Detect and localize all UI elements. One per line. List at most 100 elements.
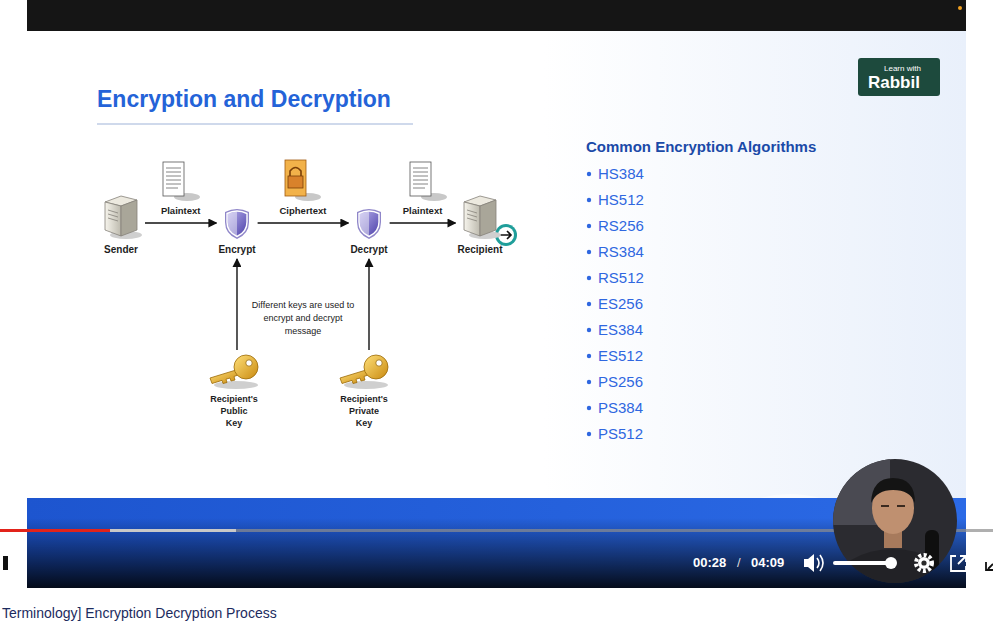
logo-text: Rabbil	[868, 73, 920, 92]
flow-arrow	[145, 222, 216, 223]
server-icon	[464, 202, 480, 236]
control-shade	[27, 518, 966, 588]
document-icon	[410, 162, 431, 196]
locked-document-icon	[290, 168, 301, 177]
algorithm-item: RS512	[598, 269, 644, 287]
list-bullets	[587, 354, 591, 358]
pip-button	[958, 556, 966, 564]
key-icon	[206, 352, 262, 390]
video-title: Terminology] Encryption Decryption Proce…	[2, 605, 277, 621]
server-icon	[480, 200, 496, 236]
list-bullets	[587, 276, 591, 280]
key-icon	[210, 370, 238, 384]
volume-button	[817, 555, 823, 571]
document-icon	[163, 162, 200, 201]
flow-arrow	[236, 259, 237, 350]
slide	[27, 31, 966, 499]
locked-document-icon	[288, 176, 303, 188]
key-icon	[364, 355, 388, 379]
server-icon	[108, 210, 118, 221]
webcam-feed	[830, 455, 960, 621]
algorithm-item: HS384	[598, 165, 644, 183]
locked-document-icon	[285, 160, 321, 201]
node-label: Recipient	[457, 243, 502, 256]
server-icon	[105, 202, 121, 236]
locked-document-icon	[285, 160, 306, 196]
key-icon	[376, 360, 382, 366]
list-bullets	[587, 302, 591, 306]
key-node: Recipient's Public Key	[206, 352, 262, 429]
shield-icon	[227, 211, 247, 237]
shield-icon	[225, 209, 249, 239]
band-curve	[760, 494, 820, 498]
shield-icon	[359, 211, 379, 237]
title-underline	[97, 124, 413, 125]
server-icon	[467, 210, 477, 221]
node-label: Recipient's Public Key	[210, 393, 258, 429]
node-label: Decrypt	[350, 243, 387, 256]
flow-arrow	[368, 259, 369, 350]
settings-button	[921, 560, 926, 565]
list-bullets	[587, 198, 591, 202]
list-bullets	[587, 250, 591, 254]
document-icon	[166, 168, 181, 188]
algorithm-item: PS384	[598, 399, 643, 417]
pip-button	[951, 556, 966, 571]
algorithm-item: PS512	[598, 425, 643, 443]
shield-icon	[228, 212, 237, 237]
algorithm-item: PS256	[598, 373, 643, 391]
process-node: Encrypt	[218, 206, 255, 256]
key-icon	[336, 352, 392, 390]
node-label: Recipient's Private Key	[340, 393, 388, 429]
edge-label: Ciphertext	[279, 205, 328, 217]
slide-title: Encryption and Decryption	[97, 86, 391, 113]
edge-label: Plaintext	[402, 205, 444, 217]
document-icon	[410, 162, 447, 201]
algorithm-item: RS384	[598, 243, 644, 261]
node-label: Sender	[104, 243, 138, 256]
shield-icon	[221, 206, 253, 240]
webcam-feed	[871, 478, 915, 503]
pause-button	[3, 556, 8, 570]
time-current: 00:28	[693, 555, 726, 571]
diagram-note: Different keys are used to encrypt and d…	[244, 299, 362, 338]
time-total: 04:09	[751, 555, 784, 571]
list-bullets	[587, 406, 591, 410]
server-icon	[121, 200, 137, 236]
pip-button	[951, 556, 966, 571]
list-bullets	[587, 224, 591, 228]
volume-slider	[833, 561, 891, 565]
algorithm-item: ES256	[598, 295, 643, 313]
key-node: Recipient's Private Key	[336, 352, 392, 429]
list-bullets	[587, 172, 591, 176]
list-bullets	[587, 328, 591, 332]
top-bar	[27, 0, 966, 31]
list-bullets	[587, 432, 591, 436]
settings-button	[918, 557, 930, 569]
key-icon	[340, 370, 368, 384]
next-cursor-icon	[500, 231, 511, 239]
fullscreen-button	[986, 562, 993, 570]
progress-bar	[0, 529, 110, 532]
list-bullets	[587, 172, 591, 436]
slide-band	[27, 498, 966, 588]
shield-icon	[357, 209, 381, 239]
webcam-feed	[830, 455, 960, 585]
algorithm-item: RS256	[598, 217, 644, 235]
list-heading: Common Encryption Algorithms	[586, 138, 816, 156]
edge-label: Plaintext	[160, 205, 202, 217]
fullscreen-button	[986, 562, 993, 570]
time-separator: /	[737, 555, 741, 571]
shield-icon	[353, 206, 385, 240]
algorithm-item: HS512	[598, 191, 644, 209]
shield-icon	[360, 212, 369, 237]
key-icon	[246, 360, 252, 366]
server-icon	[99, 192, 143, 240]
document-icon	[413, 168, 428, 188]
volume-slider	[833, 557, 897, 569]
computer-node: Sender	[99, 192, 143, 256]
settings-button	[916, 555, 932, 571]
node-label: Encrypt	[218, 243, 255, 256]
computer-node: Recipient	[457, 192, 502, 256]
